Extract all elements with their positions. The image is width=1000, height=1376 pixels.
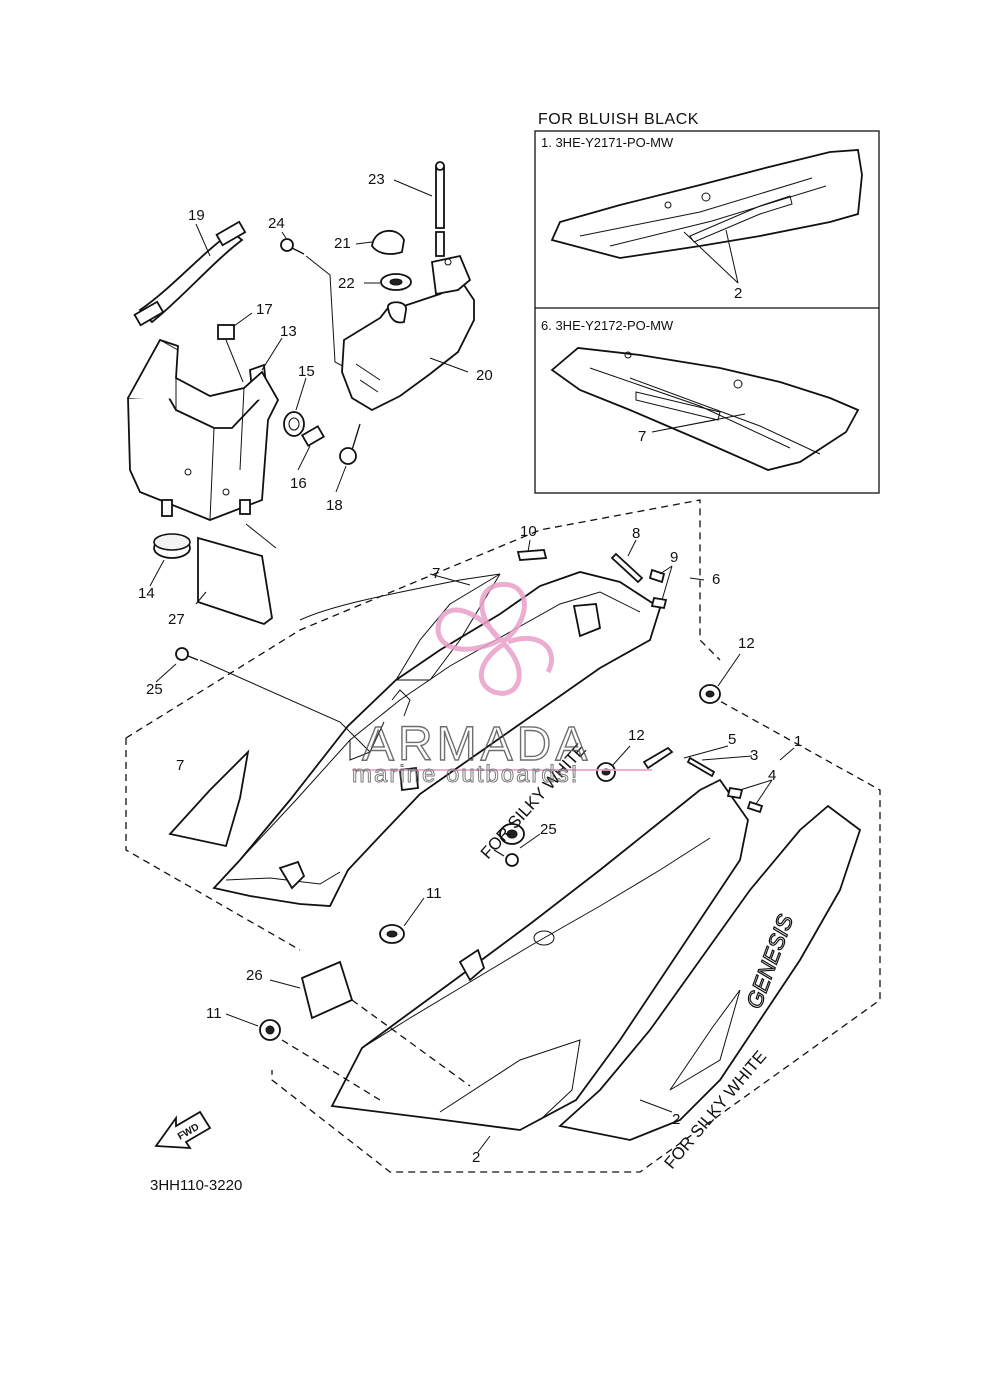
callout-16: 16 <box>290 475 307 492</box>
seal-22 <box>380 273 412 291</box>
leader-20 <box>429 357 469 373</box>
callout-17: 17 <box>256 301 273 318</box>
watermark-tagline: marine outboards! <box>352 761 579 788</box>
callout-8: 8 <box>632 525 640 542</box>
callout-5: 5 <box>728 731 736 748</box>
bolt-3 <box>686 756 716 778</box>
grommet-12-lower <box>596 762 616 782</box>
callout-23: 23 <box>368 171 385 188</box>
callout-22: 22 <box>338 275 355 292</box>
battery-strap-19 <box>133 220 247 327</box>
inset-callout-2: 2 <box>734 285 742 302</box>
inset-variant-1-label: 1. 3HE-Y2171-PO-MW <box>541 135 674 150</box>
callout-25-right: 25 <box>540 821 557 838</box>
reservoir-tank-20 <box>341 254 475 412</box>
callout-24: 24 <box>268 215 285 232</box>
armada-watermark: ARMADA marine outboards! <box>352 581 652 789</box>
callout-27: 27 <box>168 611 185 628</box>
inset-callout-7: 7 <box>638 428 646 445</box>
collar-16 <box>300 425 326 447</box>
inset-leader-7 <box>651 413 746 433</box>
propeller-logo-icon <box>435 581 554 696</box>
callout-13: 13 <box>280 323 297 340</box>
nut-4 <box>726 786 764 814</box>
bolt-5 <box>642 746 674 770</box>
forward-arrow-icon: FWD <box>154 1110 212 1150</box>
grommet-12-upper <box>699 684 721 704</box>
callout-18: 18 <box>326 497 343 514</box>
nut-9 <box>648 568 668 610</box>
decal-7-upper <box>395 573 501 681</box>
callout-2-left: 2 <box>472 1149 480 1166</box>
grommet-center <box>499 823 525 845</box>
callout-14: 14 <box>138 585 155 602</box>
breather-hose-23 <box>435 161 445 257</box>
callout-20: 20 <box>476 367 493 384</box>
inset-frame <box>534 130 880 494</box>
inset-cover-variant-1 <box>550 149 863 259</box>
stay-10 <box>516 549 548 561</box>
screw-25-left <box>175 647 199 661</box>
callout-6: 6 <box>712 571 720 588</box>
battery-cover-27 <box>197 523 277 626</box>
screw-25-right <box>493 849 519 867</box>
callout-12-upper: 12 <box>738 635 755 652</box>
screw-24 <box>280 238 305 255</box>
side-cover-assembly-1 <box>330 778 749 1131</box>
callout-11-upper: 11 <box>426 885 442 902</box>
inset-variant-6-label: 6. 3HE-Y2172-PO-MW <box>541 318 674 333</box>
bolt-18 <box>339 423 361 465</box>
catalog-code: 3HH110-3220 <box>150 1177 242 1194</box>
callout-10: 10 <box>520 523 537 540</box>
grommet-15 <box>283 411 305 437</box>
callout-1: 1 <box>794 733 802 750</box>
leader-26-path <box>351 999 471 1087</box>
callout-15: 15 <box>298 363 315 380</box>
grommet-11-upper <box>379 924 405 944</box>
inset-cover-variant-6 <box>550 347 860 471</box>
battery-box <box>127 338 280 521</box>
callout-26: 26 <box>246 967 263 984</box>
side-cover-panel-right <box>558 804 862 1141</box>
callout-12-lower: 12 <box>628 727 645 744</box>
side-cover-assembly-6 <box>212 571 662 907</box>
callout-7-lower: 7 <box>176 757 184 774</box>
callout-9: 9 <box>670 549 678 566</box>
bolt-8 <box>610 552 644 584</box>
watermark-brand: ARMADA <box>362 718 591 771</box>
clip-17 <box>217 324 244 383</box>
inset-header: FOR BLUISH BLACK <box>538 111 699 128</box>
callout-4: 4 <box>768 767 776 784</box>
callout-25-left: 25 <box>146 681 163 698</box>
grommet-11-lower <box>259 1019 281 1041</box>
label-plate-26 <box>300 960 354 1020</box>
callout-11-lower: 11 <box>206 1005 222 1022</box>
decal-7-lower <box>168 749 250 848</box>
callout-19: 19 <box>188 207 205 224</box>
callout-7-upper: 7 <box>432 565 440 582</box>
damper-14 <box>153 533 191 559</box>
assembly-1-outline <box>271 689 881 1173</box>
reservoir-cap-21 <box>371 230 405 255</box>
leader-25-left <box>199 659 371 753</box>
callout-leaders <box>149 179 795 1153</box>
callout-2-right: 2 <box>672 1111 680 1128</box>
callout-21: 21 <box>334 235 351 252</box>
assembly-6-outline <box>125 499 721 951</box>
callout-3: 3 <box>750 747 758 764</box>
inset-leader-2 <box>683 229 739 284</box>
